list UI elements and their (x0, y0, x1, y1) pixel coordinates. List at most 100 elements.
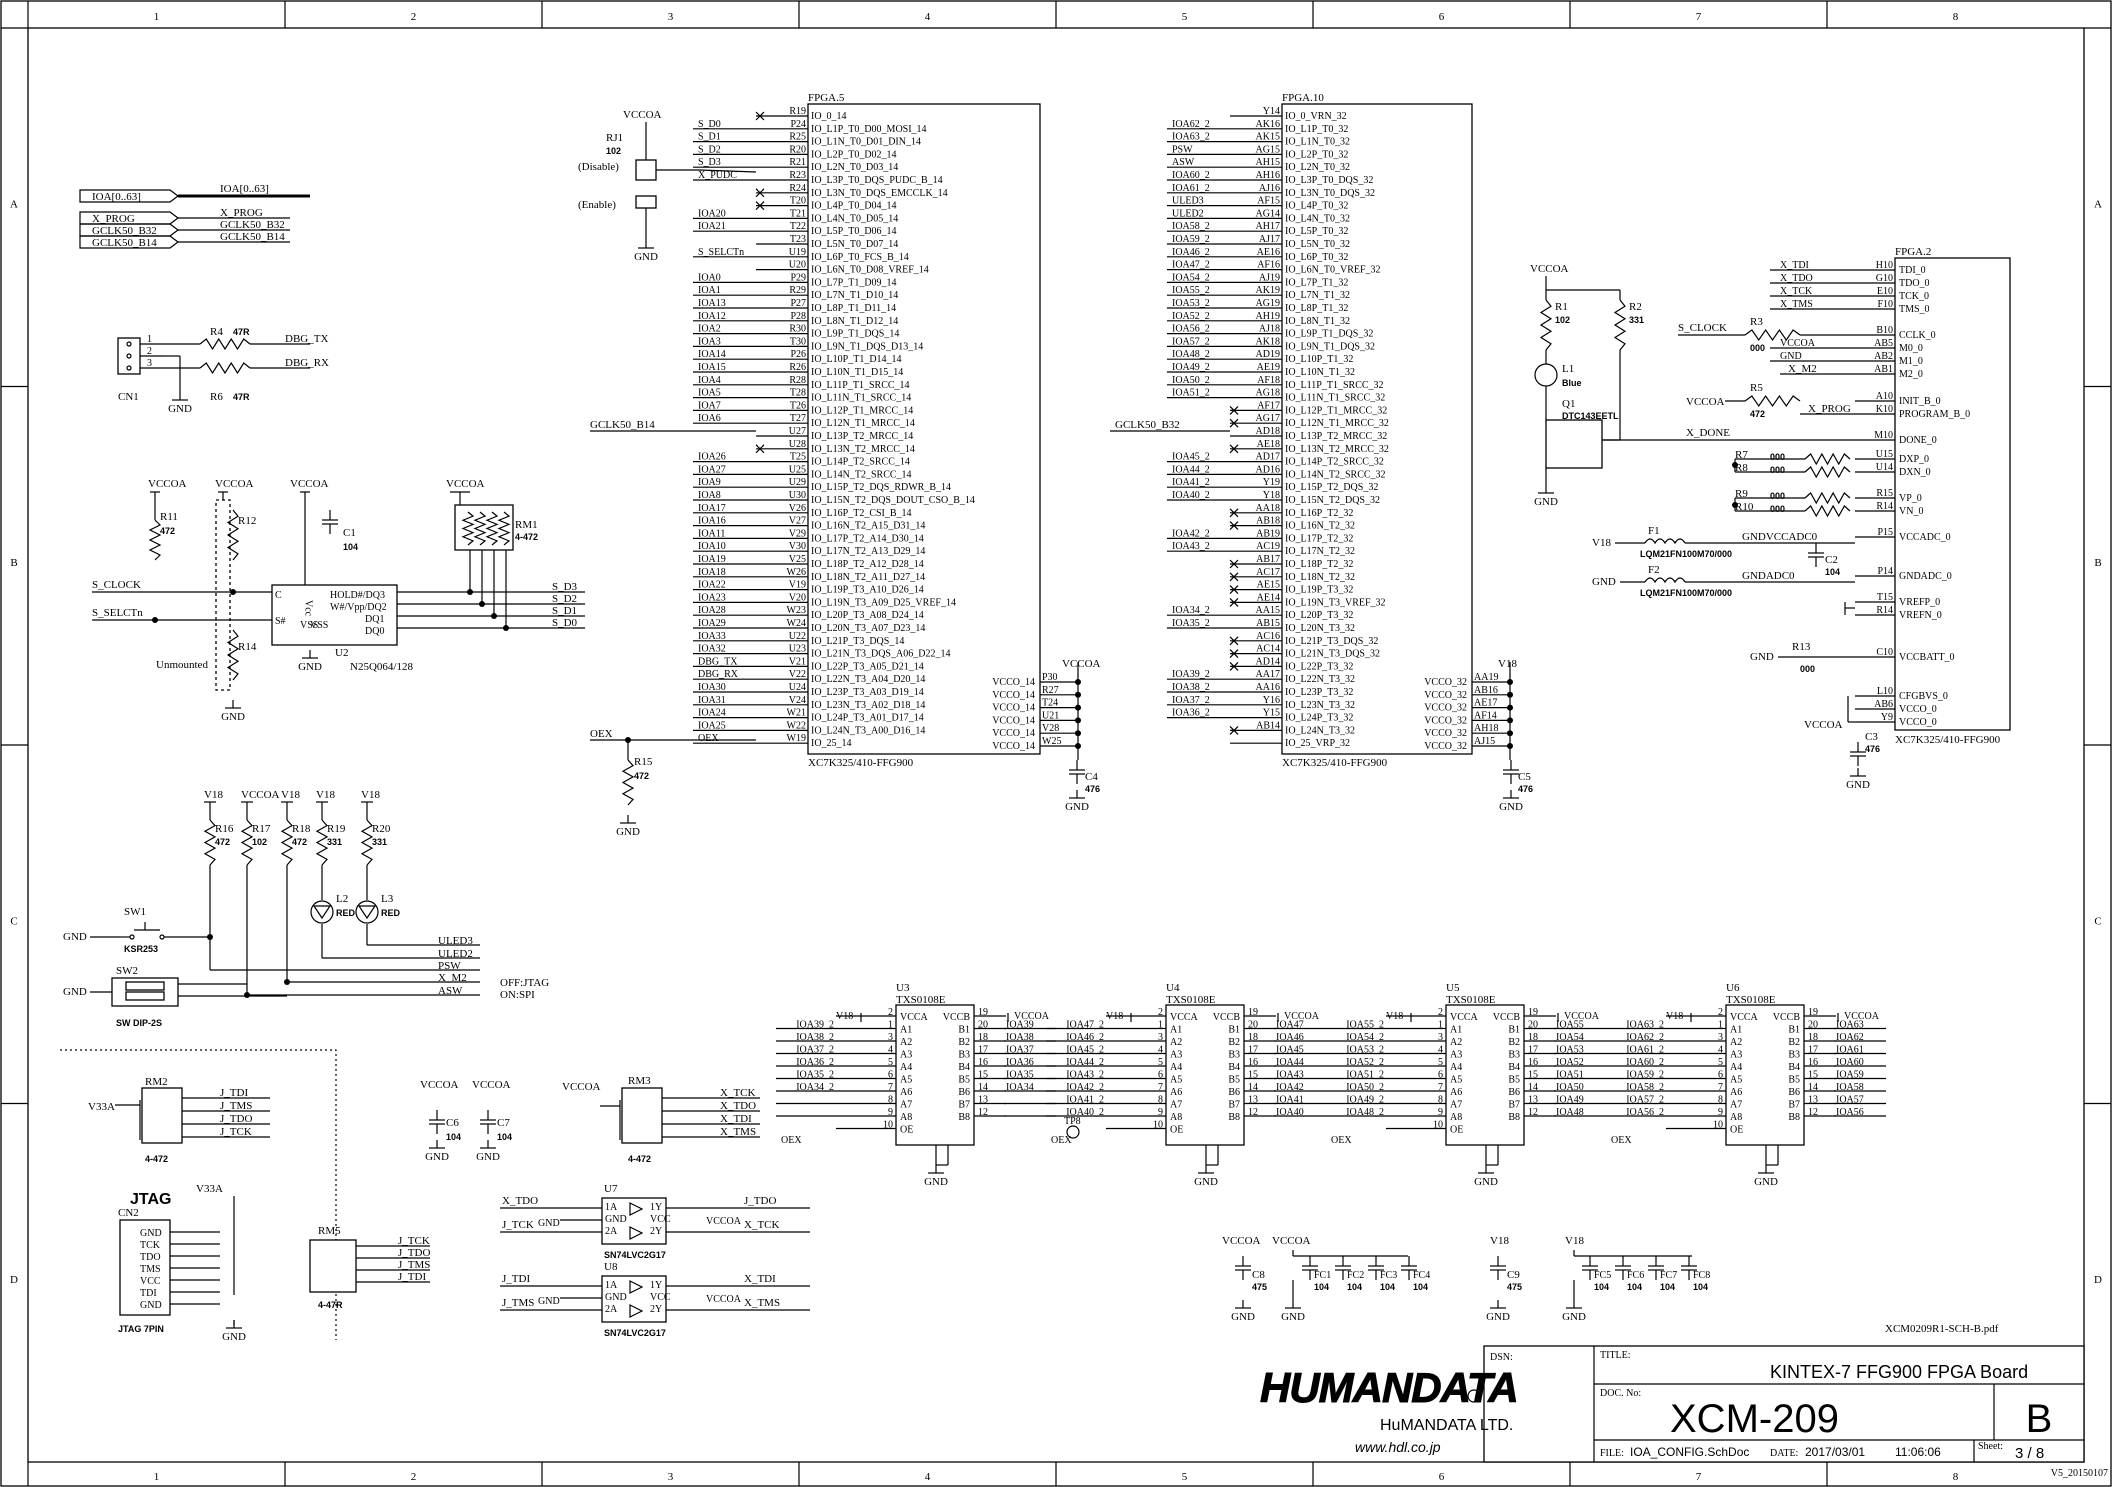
buf-ref: U7 (604, 1183, 618, 1195)
pin-number: 13 (1528, 1095, 1538, 1106)
pin-number: AB2 (1874, 351, 1893, 362)
gnd-label: GND (221, 711, 245, 723)
frame-col-label: 3 (668, 11, 674, 23)
pin-name: IO_L4N_T0_D05_14 (811, 213, 898, 224)
unmounted-label: Unmounted (156, 659, 208, 671)
net-label: J_TDO (744, 1195, 776, 1207)
pin-name: IO_L2P_T0_D02_14 (811, 149, 897, 160)
net-label: IOA23 (698, 592, 726, 603)
revision: B (2026, 1397, 2053, 1441)
fc-value: 104 (1314, 1282, 1329, 1292)
gnd-label: GND (538, 1296, 560, 1307)
q1-value: DTC143EETL (1562, 411, 1619, 421)
title-label: TITLE: (1600, 1350, 1631, 1361)
net-label: IOA40_2 (1172, 490, 1210, 501)
net-label: IOA15 (698, 362, 726, 373)
pin: GND (605, 1292, 627, 1303)
pin-number: 15 (1808, 1070, 1818, 1081)
pin-name: IO_L7N_T1_32 (1285, 290, 1350, 301)
cn2-pin: VCC (140, 1276, 161, 1287)
power-label: V18 (1490, 1235, 1509, 1247)
pin: 2Y (650, 1304, 662, 1315)
power-label: VCCOA (215, 478, 254, 490)
pin-name: IO_L18N_T2_32 (1285, 572, 1355, 583)
pin: VCCA (1170, 1012, 1199, 1023)
pin-number: R14 (1876, 501, 1893, 512)
pin-number: AB1 (1874, 364, 1893, 375)
frame-col-label: 4 (925, 11, 931, 23)
pin-number: 16 (1808, 1057, 1818, 1068)
power-label: V18 (1666, 1011, 1683, 1022)
frame-col-label: 1 (154, 11, 160, 23)
net-label: IOA63_2 (1172, 132, 1210, 143)
pin-number: AG19 (1256, 298, 1280, 309)
power-label: V18 (316, 789, 335, 801)
net-label: X_PROG (1808, 403, 1851, 415)
r1-ref: R1 (1555, 301, 1568, 313)
power-label: V18 (1565, 1235, 1584, 1247)
fc-value: 104 (1693, 1282, 1708, 1292)
pin: B2 (1508, 1037, 1520, 1048)
pin-name: IO_L5P_T0_32 (1285, 226, 1348, 237)
pin-name: IO_L23P_T3_32 (1285, 687, 1353, 698)
gnd-label: GND (538, 1218, 560, 1229)
res-value: 331 (372, 837, 387, 847)
pin-name: VP_0 (1899, 493, 1922, 504)
frame-row-label: B (2094, 557, 2101, 569)
pin-number: V21 (789, 656, 806, 667)
net-label: IOA53_2 (1346, 1045, 1384, 1056)
net-label: IOA54_2 (1346, 1032, 1384, 1043)
net-label: OEX (781, 1135, 802, 1146)
pin: B2 (1788, 1037, 1800, 1048)
rm5-array (309, 1239, 357, 1293)
net-label: IOA39_2 (796, 1020, 834, 1031)
pin-number: 19 (1528, 1007, 1538, 1018)
pin-name: VN_0 (1899, 506, 1923, 517)
net-label: ULED2 (438, 948, 473, 960)
pin-number: 13 (978, 1095, 988, 1106)
pin-number: AB6 (1874, 699, 1893, 710)
pin-name: IO_L11N_T1_SRCC_32 (1285, 393, 1385, 404)
pin-name: IO_L5N_T0_D07_14 (811, 239, 898, 250)
pin-name: IO_L5N_T0_32 (1285, 239, 1350, 250)
pin-number: AK19 (1256, 285, 1280, 296)
power-label: VCCOA (562, 1081, 601, 1093)
frame-row-label: C (2094, 915, 2101, 927)
pin: VCCA (1450, 1012, 1479, 1023)
net-label: S_D1 (698, 132, 721, 143)
net-label: J_TDI (398, 1271, 426, 1283)
pin-number: AK16 (1256, 119, 1280, 130)
pin-number: AD18 (1256, 426, 1280, 437)
pin-name: IO_L16P_T2_32 (1285, 508, 1353, 519)
pin-number: AJ18 (1259, 324, 1280, 335)
net-label: IOA7 (698, 400, 721, 411)
net-label: IOA26 (698, 452, 726, 463)
pin-number: 19 (1808, 1007, 1818, 1018)
pin-name: IO_L15P_T2_DQS_32 (1285, 482, 1378, 493)
gnd-label: GND (1474, 1176, 1498, 1188)
pin-number: 2 (147, 346, 152, 357)
net-label: X_TDI (744, 1273, 776, 1285)
pin-number: 12 (1248, 1107, 1258, 1118)
power-label: VCCOA (706, 1216, 742, 1227)
pin: A2 (1170, 1037, 1182, 1048)
led-color: RED (381, 908, 401, 918)
net-label: X_DONE (1686, 427, 1730, 439)
vcco-pin: VCCO_14 (992, 741, 1035, 752)
pin-number: T26 (790, 400, 806, 411)
transistor-icon (1545, 419, 1603, 469)
net-label: IOA52_2 (1346, 1057, 1384, 1068)
net-label: IOA31 (698, 695, 726, 706)
pin: A1 (1730, 1025, 1742, 1036)
net-label: IOA46_2 (1066, 1032, 1104, 1043)
net-label: IOA4 (698, 375, 721, 386)
c6-ref: C6 (446, 1117, 459, 1129)
pin-number: 6 (1438, 1070, 1443, 1081)
net-label: IOA13 (698, 298, 726, 309)
pin-name: IO_L10P_T1_D14_14 (811, 354, 902, 365)
pin-name: IO_L8N_T1_D12_14 (811, 316, 898, 327)
frame-col-label: 5 (1182, 11, 1188, 23)
pin-name: CFGBVS_0 (1899, 691, 1948, 702)
pin-number: 15 (978, 1070, 988, 1081)
level-shifter-chip (1725, 1004, 1805, 1146)
